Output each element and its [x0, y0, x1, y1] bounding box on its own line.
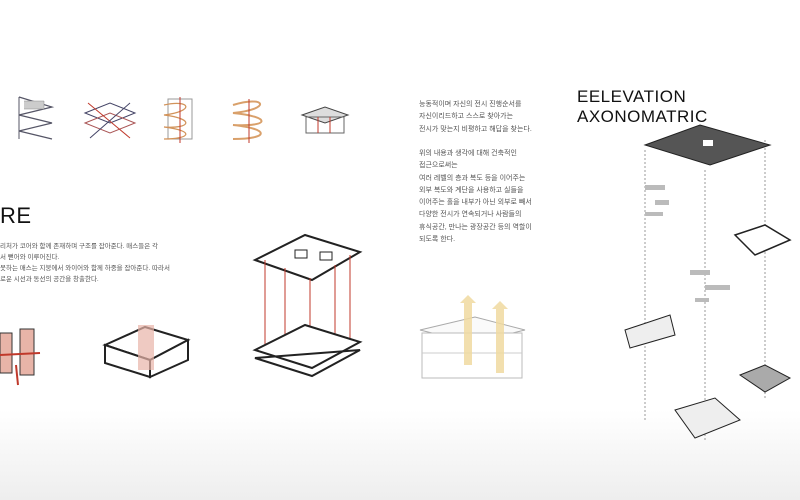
- text-line: 서 뻗어와 이루어진다.: [0, 254, 60, 261]
- mass-core-axo: [102, 325, 191, 379]
- zigzag-diagram-1: [18, 96, 55, 140]
- text-line: 이어주는 홀을 내부가 아닌 외부로 빼서: [419, 199, 532, 207]
- axonometric-heading: EELEVATION AXONOMATRIC: [577, 87, 708, 126]
- text-line: 못하는 매스는 지붕에서 와이어와 함께 하중을 잡아준다. 따라서: [0, 265, 170, 272]
- coil-diagram: [232, 99, 263, 143]
- text-line: 휴식공간, 만나는 광장공간 등의 역할이: [419, 223, 532, 231]
- spiral-diagram: [163, 97, 193, 143]
- exploded-axonometric: [624, 124, 792, 440]
- text-line: 리처가 코어와 함께 존재하며 구조를 잡아준다. 매스들은 각: [0, 243, 158, 250]
- text-line: 로운 시선과 동선의 공간을 창출한다.: [0, 276, 99, 283]
- structure-description: 리처가 코어와 함께 존재하며 구조를 잡아준다. 매스들은 각 서 뻗어와 이…: [0, 241, 170, 285]
- text-line: 접근으로써는: [419, 162, 458, 170]
- core-mass-diagram: [0, 328, 41, 386]
- text-line: 외부 복도와 계단을 사용하고 실들을: [419, 186, 524, 194]
- text-line: 위의 내용과 생각에 대해 건축적인: [419, 150, 517, 157]
- layered-planes-diagram: [83, 102, 137, 139]
- roof-wire-axo: [252, 233, 363, 378]
- text-line: 자신이리드하고 스스로 찾아가는: [419, 113, 514, 121]
- concept-paragraph-1: 능동적이며 자신의 전시 진행순서를 자신이리드하고 스스로 찾아가는 전시가 …: [419, 99, 532, 136]
- text-line: 다양한 전시가 연속되거나 사람들의: [419, 211, 522, 219]
- text-line: 전시가 맞는지 비평하고 해답을 찾는다.: [419, 125, 532, 133]
- text-line: 여러 레벨의 층과 복도 등을 이어주는: [419, 174, 526, 182]
- house-diagram: [300, 106, 350, 134]
- section-heading: RE: [0, 203, 32, 228]
- building-with-arrows: [419, 295, 526, 379]
- text-line: 되도록 한다.: [419, 236, 456, 244]
- background-floor: [0, 410, 800, 500]
- concept-paragraph-2: 위의 내용과 생각에 대해 건축적인 접근으로써는 여러 레벨의 층과 복도 등…: [419, 148, 532, 246]
- text-line: 능동적이며 자신의 전시 진행순서를: [419, 101, 522, 108]
